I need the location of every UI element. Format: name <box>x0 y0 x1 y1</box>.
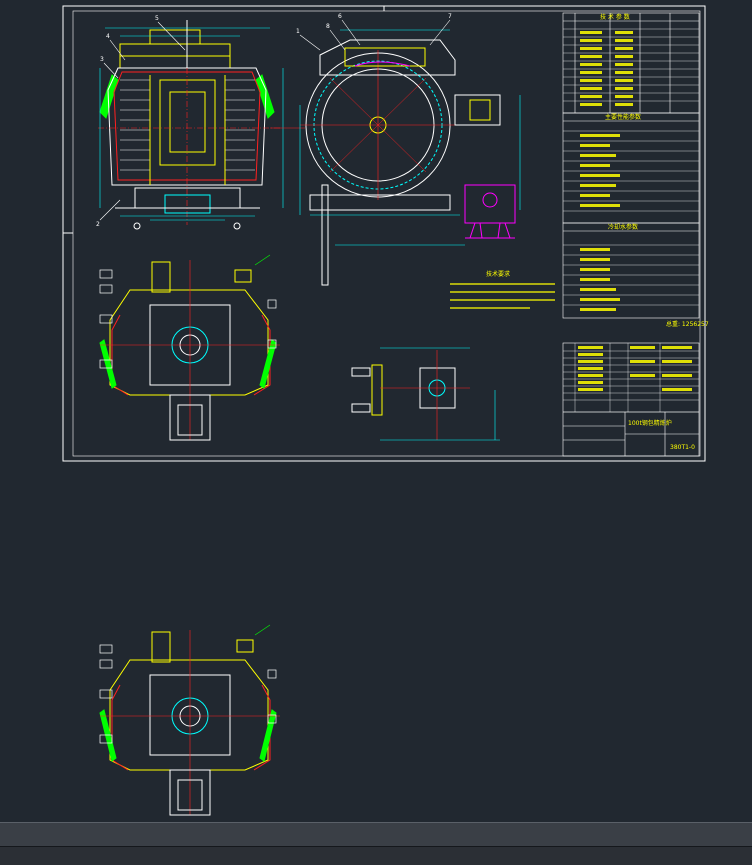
title-block-fills <box>578 346 692 391</box>
parts-table <box>562 12 700 319</box>
leader-number: 3 <box>100 56 104 63</box>
layout-tabs-bar[interactable] <box>0 822 752 847</box>
table-titles: 技 术 参 数 主要性能参数 冷却水参数 总重: 1256257 <box>600 13 709 328</box>
cad-model-space[interactable]: 5 4 3 2 1 <box>0 0 752 822</box>
status-bar <box>0 846 752 865</box>
front-view-furnace <box>98 20 305 230</box>
title-block-text: 100t钢包精炼炉 380T1-0 <box>628 419 695 451</box>
external-plan-view <box>99 624 280 816</box>
leader-number: 5 <box>155 15 159 22</box>
leader-number: 2 <box>96 221 100 228</box>
parts-table-title: 技 术 参 数 <box>600 13 630 21</box>
leader-number: 7 <box>448 13 452 20</box>
front-view-leader-numbers: 5 4 3 2 1 <box>96 15 300 228</box>
sheet-frame <box>62 5 706 462</box>
notes-title: 技术要求 <box>486 270 510 278</box>
side-view-leader-numbers: 6 7 8 <box>326 13 452 30</box>
mid-table-title: 主要性能参数 <box>605 113 641 121</box>
front-view-leaders <box>99 21 321 221</box>
leader-number: 1 <box>296 28 300 35</box>
leader-number: 6 <box>338 13 342 20</box>
drawing-number: 380T1-0 <box>670 444 695 451</box>
title-block <box>562 342 700 457</box>
detail-view <box>351 347 500 441</box>
plan-view-furnace <box>99 254 280 441</box>
side-view-furnace <box>299 29 521 286</box>
lower-table-title: 冷却水参数 <box>608 223 638 231</box>
table-cell-fills <box>580 31 633 311</box>
weight-label: 总重: 1256257 <box>666 320 709 328</box>
side-view-leaders <box>329 19 451 51</box>
leader-number: 4 <box>106 33 110 40</box>
technical-notes: 技术要求 <box>450 270 555 309</box>
cad-drawing: 5 4 3 2 1 <box>62 5 709 816</box>
leader-number: 8 <box>326 23 330 30</box>
drawing-name: 100t钢包精炼炉 <box>628 419 672 427</box>
